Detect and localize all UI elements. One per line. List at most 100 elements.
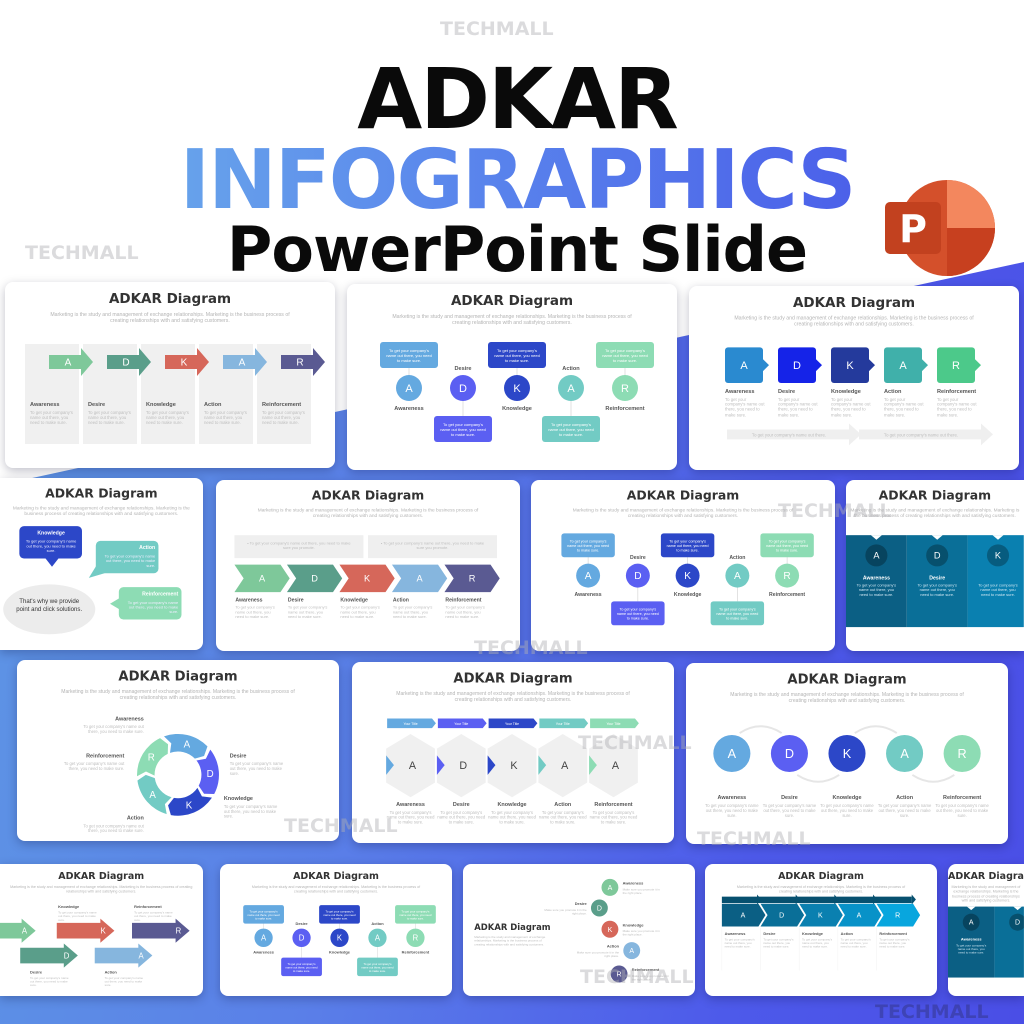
staggered-arrows-diagram: ADKAR [0,918,190,968]
step-description: To get your company's name out there, yo… [820,803,874,819]
cycle-diagram: ADKAR [137,733,219,816]
chevron [444,564,500,593]
step-description: To get your company's name out there, yo… [340,605,380,620]
step-label: Reinforcement [134,905,162,910]
step-letter: D [459,383,467,395]
step-letter: A [857,913,862,920]
step-box: To get your company's name out there, yo… [488,342,546,368]
step-description: To get your company's name out there, yo… [30,976,69,988]
step-description: To get your company's name out there, yo… [762,803,817,819]
step-label: Awareness [574,592,602,598]
step-label: Awareness [717,795,747,802]
step-circle [576,563,601,588]
step-tab [725,347,763,383]
step-label: Action [126,815,144,822]
cycle-segment [137,738,169,777]
step-circle [292,928,311,948]
step-description: To get your company's name out there, yo… [229,761,284,777]
step-description: To get your company's name out there, yo… [978,582,1018,598]
column-notch [1013,906,1022,911]
step-description: To get your company's name out there, yo… [30,410,73,426]
headline-infographics: INFOGRAPHICS [0,133,1024,228]
arrow-text: To get your company's name out there. [883,432,959,438]
step-letter: D [934,551,941,561]
step-column [906,535,968,628]
step-label: Reinforcement [631,968,660,973]
step-letter: K [101,926,107,935]
step-label: Reinforcement [605,406,645,412]
step-label: Knowledge [502,406,532,412]
text-box-content: • To get your company's name out there, … [380,540,485,551]
step-label: Knowledge [146,402,176,408]
title-tab [437,718,487,729]
step-label: Action [884,388,902,395]
step-description: To get your company's name out there, yo… [262,410,305,426]
title-tab [387,718,436,729]
slide-subtitle: Marketing is the study and management of… [734,315,974,328]
slide-title: ADKAR Diagram [453,670,573,687]
step-letter: D [597,906,602,913]
column-notch [992,535,1004,540]
step-letter: R [413,934,419,943]
step-label: Desire [452,802,470,808]
step-letter: A [612,760,620,772]
step-column [846,535,907,628]
step-circle [406,928,425,948]
slide-title: ADKAR Diagram [311,488,425,503]
step-description: To get your company's name out there, yo… [488,809,536,825]
hexagon [487,734,537,798]
step-circle [504,375,530,401]
hexagon-marker [386,755,394,775]
step-description: Make sure you promote it in the right pl… [576,950,620,958]
slide-title: ADKAR Diagram [474,922,551,933]
step-description: To get your company's name out there, yo… [877,803,932,819]
step-circle [590,899,608,917]
chevron [234,564,290,593]
step-letter: R [621,383,629,395]
chevron [721,903,766,927]
step-letter: A [561,760,569,772]
step-description: To get your company's name out there, yo… [287,605,328,620]
step-arrow [56,918,115,943]
text-box-content: • To get your company's name out there, … [247,540,351,551]
step-description: Make sure you promote it in the right pl… [631,974,670,982]
step-label: Knowledge [673,592,702,598]
step-letter: D [122,358,129,369]
step-label: Awareness [725,388,755,395]
chevron [760,903,805,927]
step-circle [865,544,888,567]
step-description: Make sure you promote it in the right pl… [622,929,660,937]
chevron [339,564,395,593]
step-box: To get your company's name out there, yo… [542,416,600,442]
text-box [368,535,497,559]
step-description: To get your company's name out there, yo… [386,809,435,825]
slide-subtitle: Marketing is the study and management of… [392,314,632,327]
connector-arc [739,725,783,734]
chevron [799,903,843,927]
tab-title: Your Title [454,722,468,726]
step-label: Action [139,545,156,552]
tab-notch [922,359,928,372]
hexagon-marker [487,755,496,775]
step-letter: A [405,383,413,395]
step-letter: K [818,913,823,920]
column-notch [931,535,943,540]
step-circle [330,928,349,948]
